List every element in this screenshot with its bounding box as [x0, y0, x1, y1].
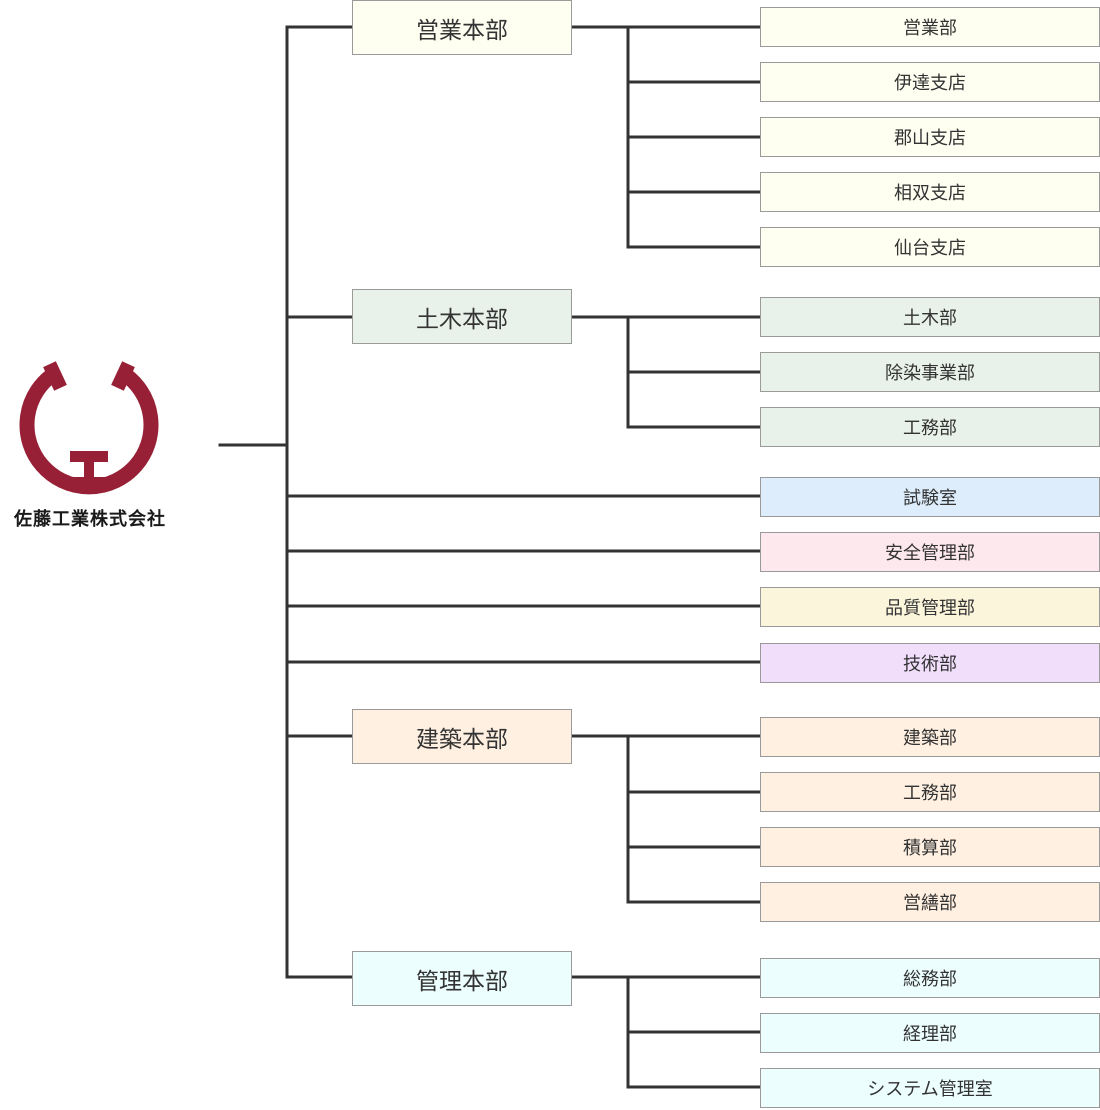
department-box: 総務部	[760, 958, 1100, 998]
department-box: 仙台支店	[760, 227, 1100, 267]
department-label: 郡山支店	[894, 128, 966, 149]
logo-kou-bottom	[70, 477, 108, 490]
department-label: 建築部	[903, 728, 957, 749]
department-label: 土木部	[903, 308, 957, 329]
department-label: 営業部	[903, 18, 957, 39]
department-box: 工務部	[760, 772, 1100, 812]
department-box: 郡山支店	[760, 117, 1100, 157]
department-box: 経理部	[760, 1013, 1100, 1053]
department-label: 試験室	[903, 488, 957, 509]
division-box-eigyo: 営業本部	[352, 0, 572, 55]
department-label: 総務部	[903, 969, 957, 990]
department-box: 土木部	[760, 297, 1100, 337]
logo-tab-right	[111, 361, 135, 391]
department-box-anzen: 安全管理部	[760, 532, 1100, 572]
department-label: 伊達支店	[894, 73, 966, 94]
department-label: 安全管理部	[885, 543, 975, 564]
department-box: システム管理室	[760, 1068, 1100, 1108]
department-box: 除染事業部	[760, 352, 1100, 392]
department-label: 品質管理部	[885, 598, 975, 619]
division-label: 営業本部	[416, 17, 508, 44]
division-box-kenchiku: 建築本部	[352, 709, 572, 764]
department-label: 積算部	[903, 838, 957, 859]
department-box: 相双支店	[760, 172, 1100, 212]
company-logo-icon	[19, 361, 159, 495]
department-label: 経理部	[903, 1024, 957, 1045]
department-box: 営繕部	[760, 882, 1100, 922]
department-box-gijutsu: 技術部	[760, 643, 1100, 683]
division-label: 土木本部	[416, 306, 508, 333]
department-label: システム管理室	[867, 1079, 993, 1100]
department-label: 技術部	[903, 654, 957, 675]
department-label: 除染事業部	[885, 363, 975, 384]
department-label: 工務部	[903, 418, 957, 439]
logo-tab-left	[43, 361, 67, 391]
department-box: 積算部	[760, 827, 1100, 867]
logo-kou-stem	[84, 462, 94, 477]
department-label: 営繕部	[903, 893, 957, 914]
logo-kou-top	[70, 451, 108, 462]
department-label: 仙台支店	[894, 238, 966, 259]
company-name: 佐藤工業株式会社	[14, 509, 166, 530]
department-box: 伊達支店	[760, 62, 1100, 102]
department-box: 営業部	[760, 7, 1100, 47]
department-box-shiken: 試験室	[760, 477, 1100, 517]
department-box: 建築部	[760, 717, 1100, 757]
division-label: 建築本部	[416, 726, 508, 753]
division-box-kanri: 管理本部	[352, 951, 572, 1006]
division-box-doboku: 土木本部	[352, 289, 572, 344]
department-label: 相双支店	[894, 183, 966, 204]
department-box-hinshitsu: 品質管理部	[760, 587, 1100, 627]
division-label: 管理本部	[416, 968, 508, 995]
department-label: 工務部	[903, 783, 957, 804]
department-box: 工務部	[760, 407, 1100, 447]
